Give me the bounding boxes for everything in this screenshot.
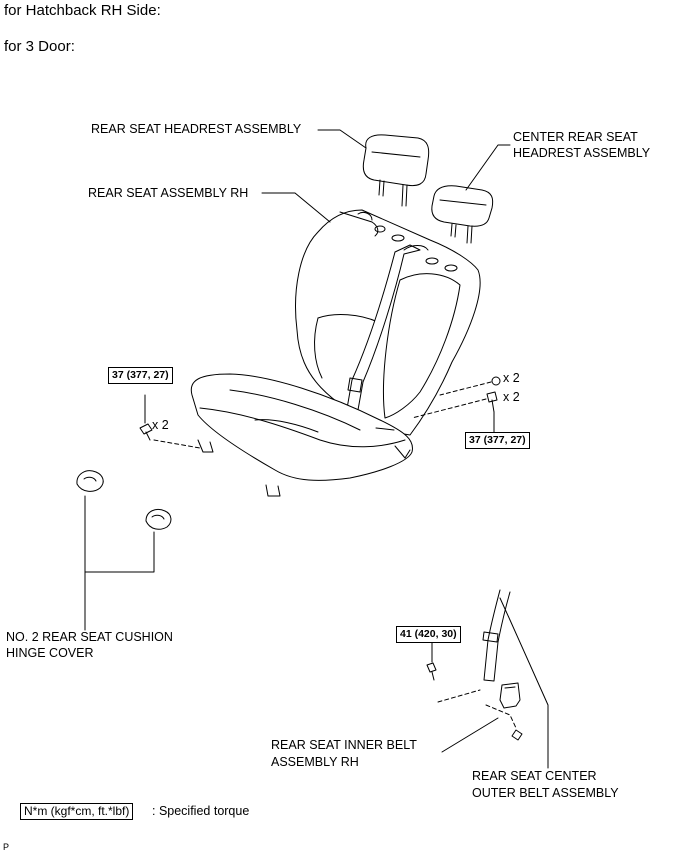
label-hinge-cover-line1: NO. 2 REAR SEAT CUSHION (6, 630, 173, 644)
torque-box-left: 37 (377, 27) (108, 367, 173, 384)
label-inner-belt-line2: ASSEMBLY RH (271, 755, 359, 769)
qty-right-upper: x 2 (503, 371, 520, 385)
left-bolt-drawing (139, 394, 201, 449)
label-center-headrest-line1: CENTER REAR SEAT (513, 130, 638, 144)
label-hinge-cover-line2: HINGE COVER (6, 646, 94, 660)
leader-lines (261, 129, 549, 769)
torque-box-right: 37 (377, 27) (465, 432, 530, 449)
label-rear-seat-assembly: REAR SEAT ASSEMBLY RH (88, 186, 249, 200)
rear-seat-headrest-drawing (362, 134, 430, 207)
label-inner-belt-line1: REAR SEAT INNER BELT (271, 738, 417, 752)
label-rear-seat-headrest: REAR SEAT HEADREST ASSEMBLY (91, 122, 302, 136)
header-hatchback: for Hatchback RH Side: (4, 2, 161, 19)
header-3-door: for 3 Door: (4, 38, 75, 55)
legend-text: : Specified torque (152, 804, 250, 818)
center-headrest-drawing (431, 185, 494, 244)
footer-code: P (3, 842, 10, 852)
qty-left-bolt: x 2 (152, 418, 169, 432)
label-center-headrest-line2: HEADREST ASSEMBLY (513, 146, 651, 160)
label-center-outer-belt-line1: REAR SEAT CENTER (472, 769, 597, 783)
legend-unit-box: N*m (kgf*cm, ft.*lbf) (20, 803, 134, 820)
hinge-covers-drawing (76, 470, 172, 631)
belt-assembly-drawing (426, 589, 523, 741)
label-center-outer-belt-line2: OUTER BELT ASSEMBLY (472, 786, 619, 800)
qty-right-lower: x 2 (503, 390, 520, 404)
seat-back-drawing (295, 209, 481, 436)
seat-cushion-drawing (190, 373, 414, 497)
torque-box-belt: 41 (420, 30) (396, 626, 461, 643)
right-bolts-drawing (411, 376, 501, 433)
